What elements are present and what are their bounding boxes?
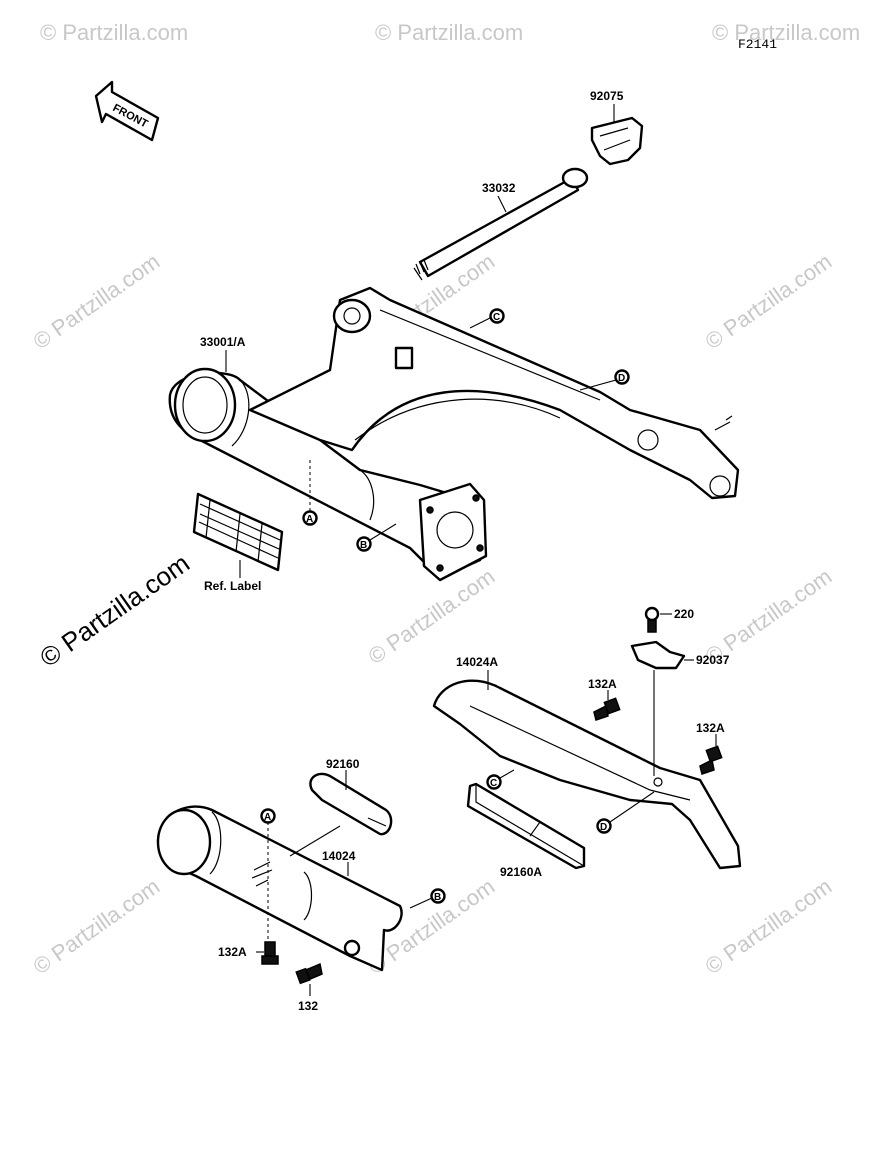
watermark: © Partzilla.com (40, 20, 188, 45)
ref-label-image (192, 492, 284, 572)
watermark: © Partzilla.com (29, 874, 165, 980)
callout-letter-a2: A (264, 812, 271, 823)
ref-label-text: Ref. Label (204, 579, 261, 593)
part-number-132a-right: 132A (696, 721, 725, 735)
bolt-220 (644, 606, 660, 633)
watermark-main: © Partzilla.com (34, 548, 195, 673)
collar-92075 (590, 116, 644, 166)
callout-marker-d2 (596, 818, 612, 834)
watermark: © Partzilla.com (29, 249, 165, 355)
leader-callout-c2 (499, 769, 515, 779)
part-number-33032: 33032 (482, 181, 516, 195)
part-number-132a-upper: 132A (588, 677, 617, 691)
part-number-132: 132 (298, 999, 318, 1013)
leader-callout-b (369, 523, 397, 541)
watermark: © Partzilla.com (701, 874, 837, 980)
leader-92160-tube (289, 825, 341, 857)
bolt-132 (295, 962, 323, 985)
leader-callout-d2 (609, 791, 655, 823)
tube-cover-14024 (156, 805, 403, 972)
callout-marker-b (356, 536, 372, 552)
callout-marker-c2 (486, 774, 502, 790)
clamp-92037 (630, 640, 686, 670)
watermark: © Partzilla.com (364, 564, 500, 670)
part-number-14024: 14024 (322, 849, 356, 863)
figure-code: F2141 (738, 37, 777, 52)
part-number-92075: 92075 (590, 89, 624, 103)
callout-marker-b2 (430, 888, 446, 904)
leader-callout-b2 (409, 897, 433, 909)
callout-letter-c: C (493, 312, 500, 323)
callout-letter-c2: C (490, 778, 497, 789)
callout-marker-a (302, 510, 318, 526)
callout-marker-c (489, 308, 505, 324)
bolt-132a-lower (261, 941, 279, 965)
bolt-132a-right (699, 745, 723, 775)
callout-marker-d (614, 369, 630, 385)
leader-callout-c (469, 317, 491, 329)
rubber-strip-92160a (466, 782, 586, 870)
callout-letter-d2: D (600, 822, 607, 833)
part-number-92037: 92037 (696, 653, 730, 667)
half-tube-92160 (309, 772, 393, 836)
callout-letter-d: D (618, 373, 625, 384)
watermark: © Partzilla.com (375, 20, 523, 45)
leader-92160a (529, 821, 541, 837)
watermark: © Partzilla.com (712, 20, 860, 45)
callout-letter-b2: B (434, 892, 441, 903)
leader-33032 (497, 195, 507, 213)
part-number-132a-lower: 132A (218, 945, 247, 959)
callout-letter-a: A (306, 514, 313, 525)
pivot-shaft-33032 (413, 167, 589, 281)
swingarm-33001 (168, 286, 740, 582)
chain-guard-14024a (432, 679, 742, 870)
bolt-132a-upper (593, 697, 621, 721)
part-number-220: 220 (674, 607, 694, 621)
callout-letter-b: B (360, 540, 367, 551)
front-arrow-icon: FRONT (94, 80, 160, 142)
part-number-33001: 33001/A (200, 335, 246, 349)
watermark: © Partzilla.com (701, 249, 837, 355)
leader-callout-d (579, 379, 617, 391)
callout-marker-a2 (260, 808, 276, 824)
part-number-92160a: 92160A (500, 865, 542, 879)
part-number-92160: 92160 (326, 757, 360, 771)
part-number-14024a: 14024A (456, 655, 498, 669)
